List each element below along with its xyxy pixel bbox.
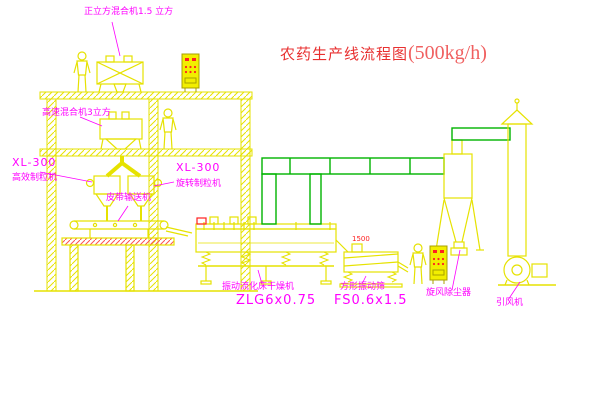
label-belt-conveyor: 皮带输送机 bbox=[106, 193, 152, 203]
worker-ground bbox=[409, 243, 427, 285]
leader-lines bbox=[39, 21, 521, 301]
label-cube-mixer: 正立方混合机1.5 立方 bbox=[84, 7, 174, 17]
exhaust-duct bbox=[261, 157, 445, 225]
label-granulator-right-name: 旋转制粒机 bbox=[176, 179, 222, 189]
drawing-title: 农药生产线流程图(500kg/h) bbox=[280, 42, 487, 65]
high-speed-mixer bbox=[99, 111, 143, 150]
cube-mixer bbox=[96, 55, 144, 93]
control-panel-1 bbox=[181, 53, 200, 92]
drawing-title-text: 农药生产线流程图 bbox=[280, 45, 409, 63]
worker-top-floor bbox=[73, 51, 91, 93]
label-dryer-name: 振动流化床干燥机 bbox=[222, 282, 295, 292]
building-frame bbox=[34, 91, 258, 292]
label-cyclone: 旋风除尘器 bbox=[426, 288, 472, 298]
label-fan: 引风机 bbox=[496, 298, 524, 308]
label-screen-name: 方形振动筛 bbox=[340, 282, 386, 292]
belt-conveyor bbox=[61, 220, 193, 292]
granulator-right bbox=[127, 175, 163, 221]
exhaust-stack bbox=[500, 98, 534, 257]
label-granulator-left-model: XL-300 bbox=[12, 156, 57, 169]
label-screen-dimension: 1500 bbox=[352, 235, 370, 243]
drawing-title-capacity: (500kg/h) bbox=[408, 42, 487, 64]
label-screen-model: FS0.6x1.5 bbox=[334, 293, 408, 308]
cyclone-outlet-pipe bbox=[451, 127, 511, 141]
fluid-bed-dryer bbox=[195, 216, 349, 285]
induced-draft-fan bbox=[498, 256, 556, 286]
label-granulator-right-model: XL-300 bbox=[176, 161, 221, 174]
label-dryer-model: ZLG6x0.75 bbox=[236, 293, 317, 308]
worker-second-floor bbox=[159, 108, 177, 150]
label-high-speed-mixer: 高速混合机3立方 bbox=[42, 108, 111, 118]
vibrating-screen bbox=[339, 243, 409, 288]
control-panel-2 bbox=[429, 245, 448, 284]
y-duct bbox=[105, 156, 142, 178]
label-granulator-left-name: 高效制粒机 bbox=[12, 173, 58, 183]
cyclone-dust-collector bbox=[432, 139, 484, 256]
granulator-left bbox=[85, 175, 121, 221]
